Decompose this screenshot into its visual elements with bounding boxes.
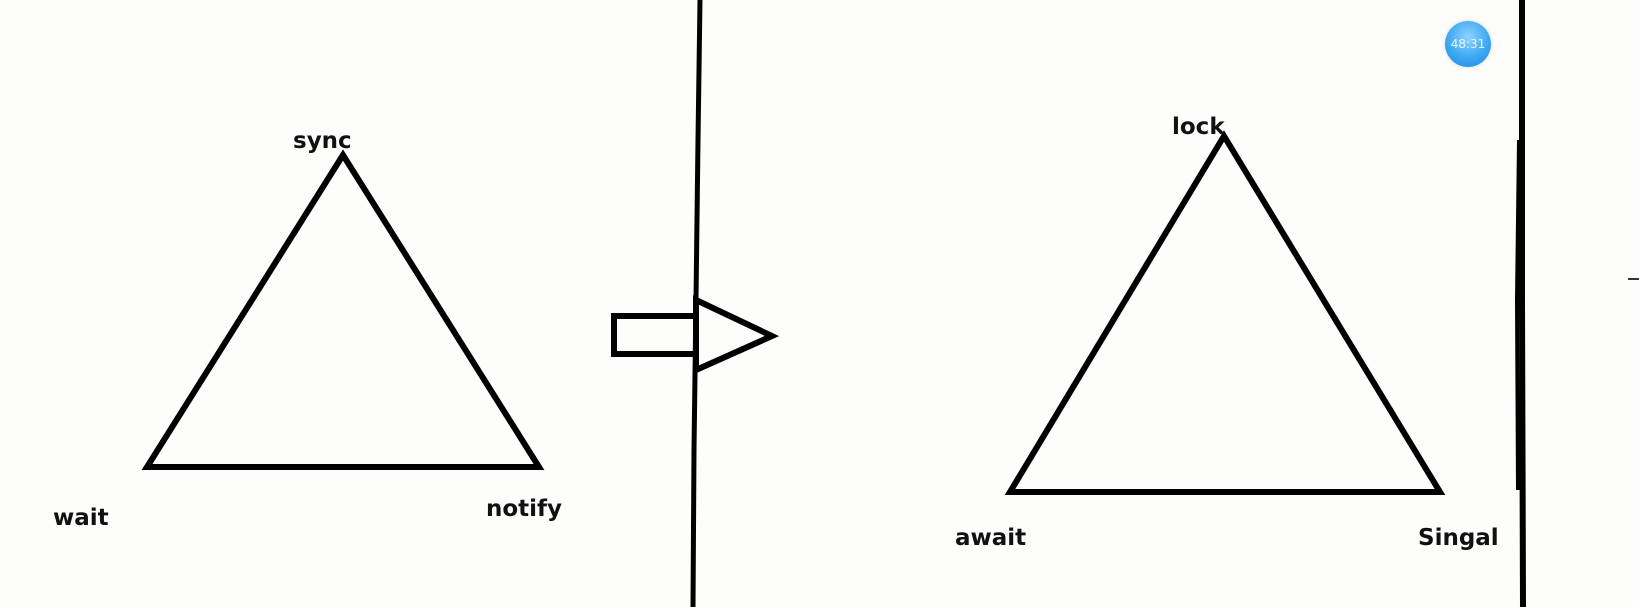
right-triangle xyxy=(1004,130,1446,495)
left-triangle xyxy=(141,149,545,470)
timer-label: 48:31 xyxy=(1450,37,1486,51)
timer-badge[interactable]: 48:31 xyxy=(1445,21,1491,67)
label-lock: lock xyxy=(1172,114,1225,140)
label-wait: wait xyxy=(53,505,109,531)
label-notify: notify xyxy=(486,496,562,522)
label-await: await xyxy=(955,525,1026,551)
label-sync: sync xyxy=(293,128,352,154)
divider-line-right-inner xyxy=(1514,139,1521,491)
arrow-right-icon xyxy=(611,295,780,375)
divider-line-right xyxy=(1519,0,1526,607)
label-singal: Singal xyxy=(1418,525,1499,551)
